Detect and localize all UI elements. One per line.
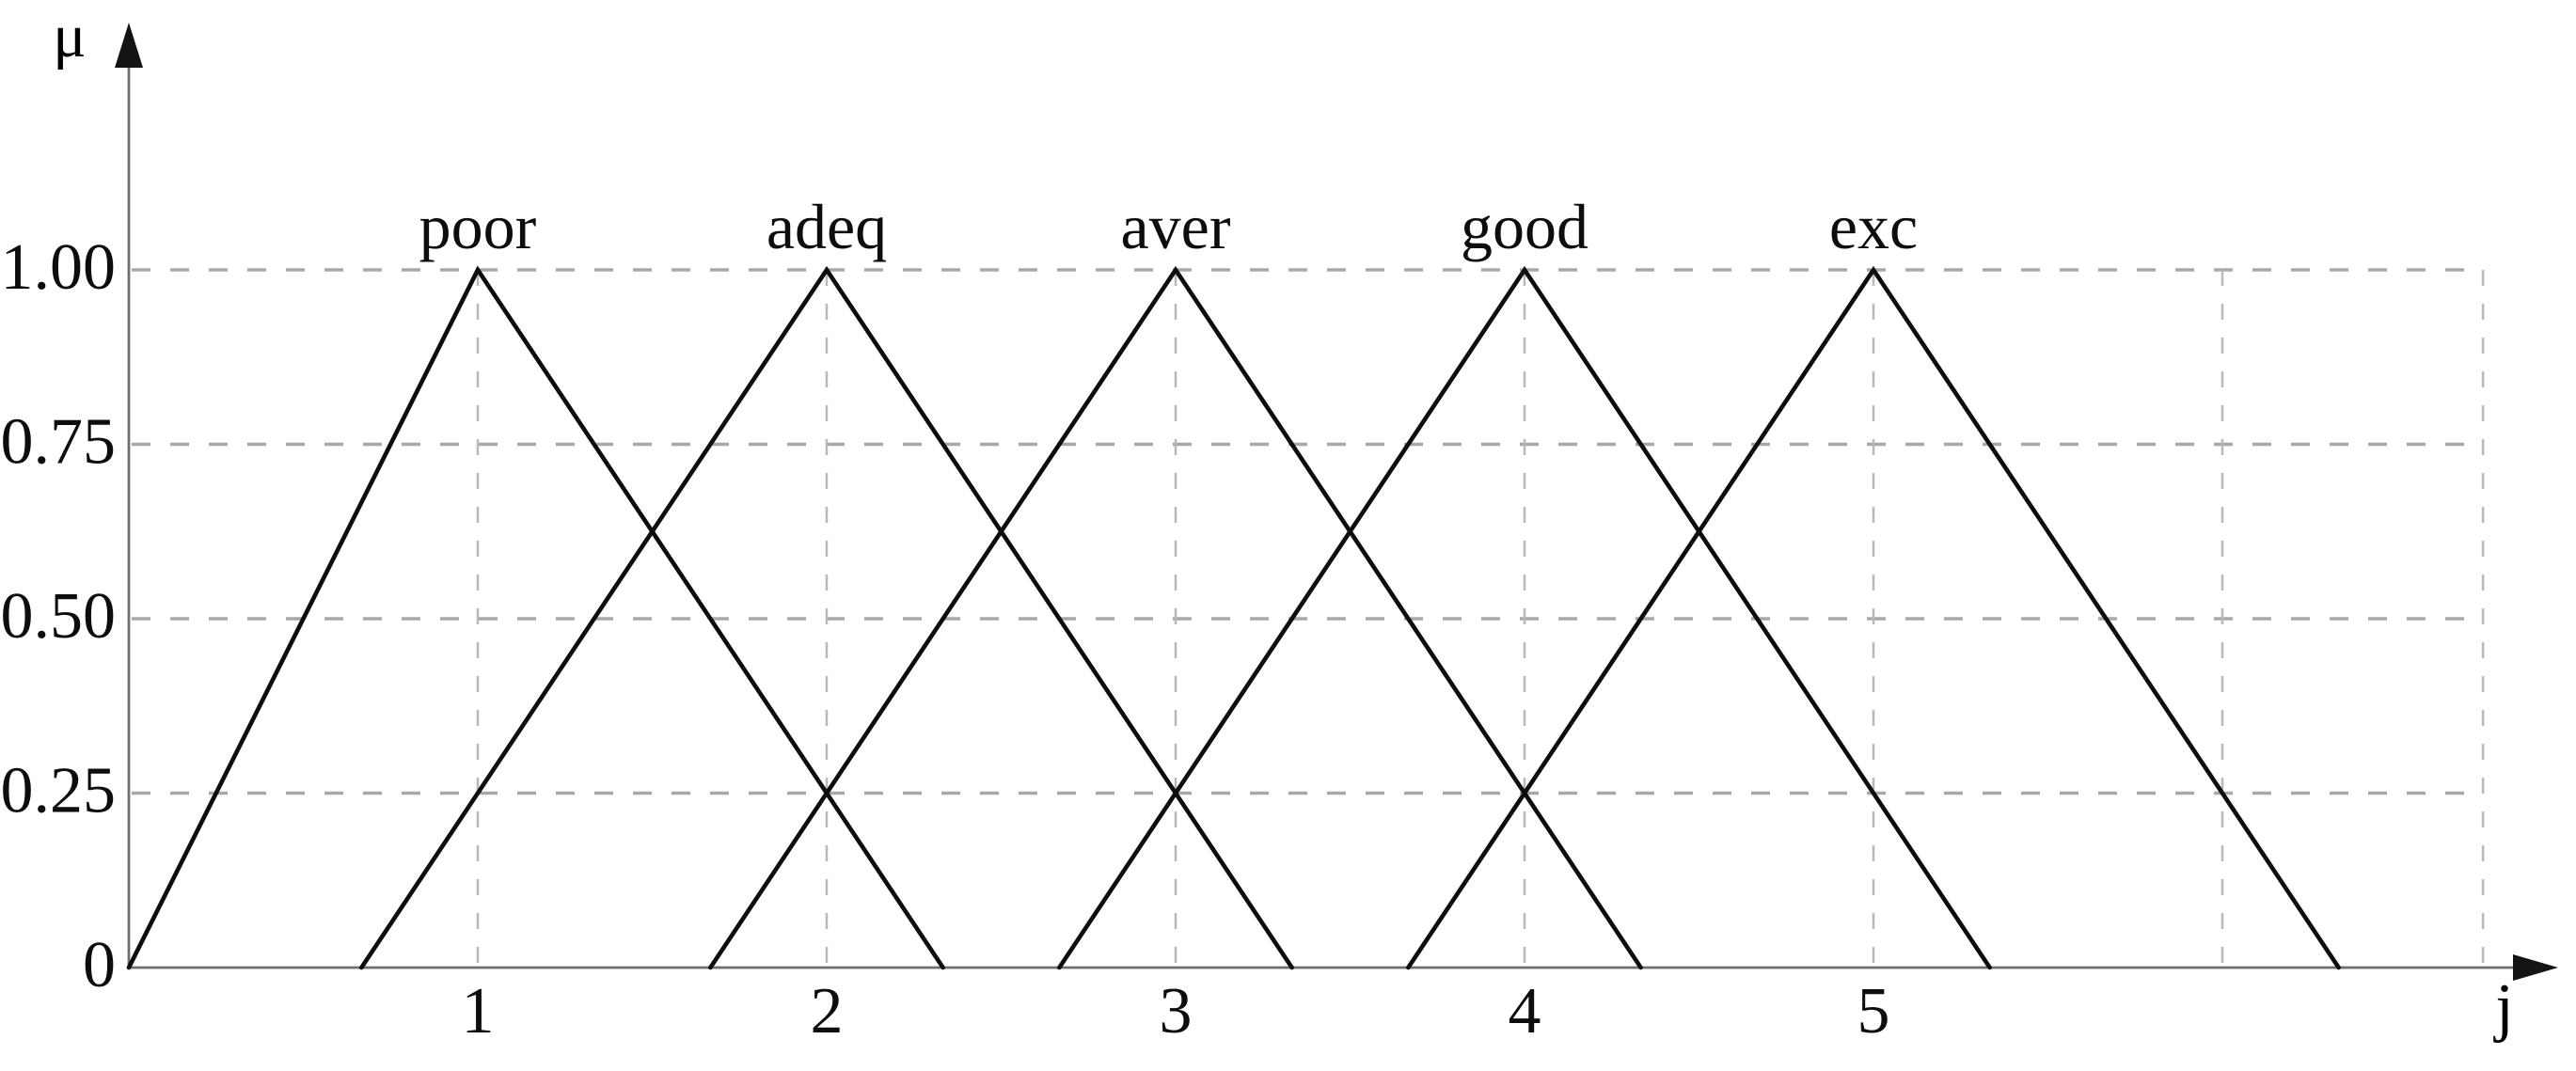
- axes: [115, 23, 2558, 981]
- series-label-good: good: [1461, 191, 1588, 262]
- series-label-aver: aver: [1120, 191, 1230, 262]
- y-axis-label: μ: [53, 2, 86, 71]
- x-tick-label-5: 5: [1857, 975, 1890, 1047]
- x-tick-label-1: 1: [462, 975, 495, 1047]
- vertical-gridlines: [476, 270, 2485, 968]
- series-label-adeq: adeq: [766, 191, 887, 262]
- axis-titles: μ j: [53, 2, 2513, 1044]
- series-label-exc: exc: [1829, 191, 1918, 262]
- y-tick-label-0.25: 0.25: [1, 755, 117, 827]
- y-axis-arrow-icon: [115, 23, 143, 68]
- y-tick-label-0: 0: [83, 929, 116, 1001]
- x-tick-labels: 1 2 3 4 5: [462, 975, 1890, 1047]
- y-tick-labels: 1.00 0.75 0.50 0.25 0: [1, 231, 117, 1001]
- x-tick-label-4: 4: [1509, 975, 1541, 1047]
- y-tick-label-1.00: 1.00: [1, 231, 117, 304]
- x-tick-label-2: 2: [811, 975, 844, 1047]
- series-label-poor: poor: [419, 191, 537, 262]
- x-axis-arrow-icon: [2513, 954, 2558, 981]
- horizontal-gridlines: [132, 268, 2484, 795]
- series-line-good: [1057, 265, 1992, 970]
- series-line-poor: [126, 265, 945, 970]
- x-axis-label: j: [2492, 971, 2513, 1044]
- x-tick-label-3: 3: [1160, 975, 1193, 1047]
- membership-function-lines: [126, 265, 2341, 970]
- y-tick-label-0.75: 0.75: [1, 406, 117, 479]
- series-line-aver: [708, 265, 1643, 970]
- series-peak-labels: poor adeq aver good exc: [419, 191, 1919, 262]
- series-line-exc: [1406, 265, 2341, 970]
- y-tick-label-0.50: 0.50: [1, 580, 117, 653]
- series-line-adeq: [359, 265, 1294, 970]
